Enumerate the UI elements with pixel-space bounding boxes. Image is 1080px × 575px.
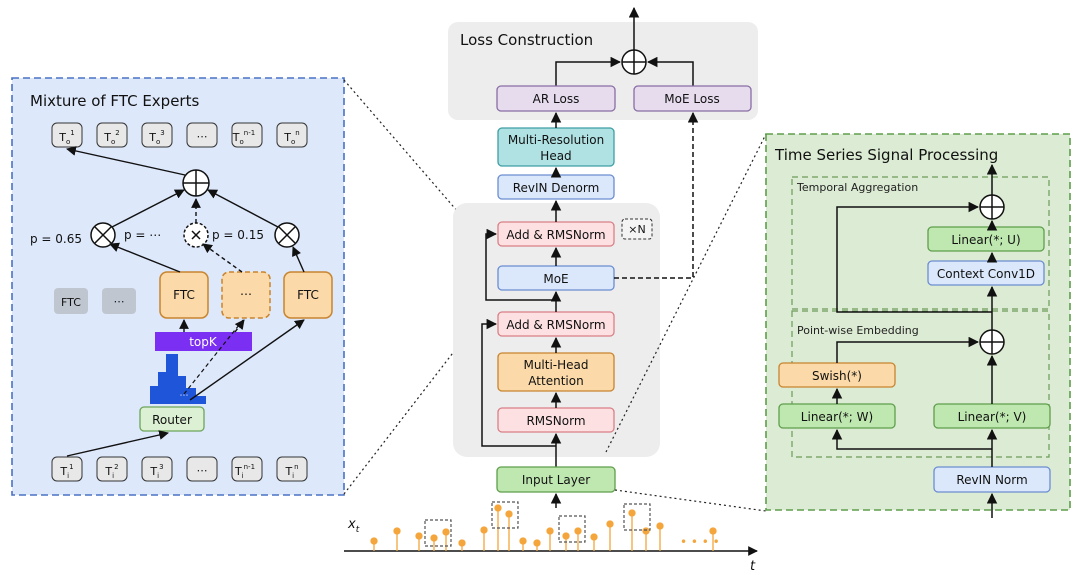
loss-sum-node (621, 49, 647, 75)
zoom-line (614, 489, 767, 512)
input-token: Ti2 (96, 456, 128, 482)
rmsnorm-label: RMSNorm (526, 414, 585, 428)
add-rmsnorm-top-label: Add & RMSNorm (506, 228, 605, 242)
inactive-ellipsis-label: ⋯ (114, 295, 125, 308)
inactive-expert-label: FTC (61, 296, 81, 309)
ftc-expert-right (283, 271, 333, 319)
moe-experts-title: Mixture of FTC Experts (30, 92, 199, 110)
svg-text:Ti3: Ti3 (149, 463, 163, 480)
patch-box (424, 519, 452, 547)
patch-box (558, 515, 586, 543)
moe-loss-box (633, 85, 752, 112)
moe-experts-panel: Mixture of FTC Experts To1 To2 To3 ⋯ Ton… (11, 77, 345, 496)
t-label: t (750, 559, 756, 574)
patch-box (491, 501, 519, 529)
temporal-sum-node (979, 194, 1005, 220)
svg-text:⋯: ⋯ (180, 391, 189, 401)
topk-label: topK (189, 335, 218, 349)
zoom-line (343, 79, 504, 265)
svg-text:To2: To2 (103, 129, 120, 146)
multiply-node-mid (183, 222, 209, 248)
output-token: To1 (51, 122, 83, 148)
output-token: ⋯ (186, 122, 218, 148)
input-token: Ti3 (141, 456, 173, 482)
ftc-expert-left-label: FTC (173, 288, 195, 302)
ftc-expert-right-label: FTC (297, 288, 319, 302)
linear-v-label: Linear(*; V) (958, 410, 1027, 424)
input-token: Tin (276, 456, 308, 482)
output-token: Ton (276, 122, 308, 148)
input-layer-label: Input Layer (522, 473, 590, 487)
ar-loss-label: AR Loss (533, 92, 580, 106)
multiply-node-right (274, 222, 300, 248)
input-token: ⋯ (186, 456, 218, 482)
head-label-line1: Multi-Resolution (508, 133, 604, 147)
svg-text:⋯: ⋯ (197, 464, 208, 477)
moe-loss-label: MoE Loss (664, 92, 719, 106)
add-rmsnorm-bottom-label: Add & RMSNorm (506, 318, 605, 332)
inactive-expert-ellipsis (102, 288, 136, 314)
input-tokens: Ti1 Ti2 Ti3 ⋯ Tin-1 Tin (51, 456, 308, 482)
router-histogram: ⋯ (150, 354, 206, 404)
mha-label-line2: Attention (528, 374, 583, 388)
prob-mid: p = ⋯ (124, 228, 161, 242)
svg-text:Ton: Ton (283, 129, 299, 146)
time-series-signal: xt t • • • • (344, 501, 758, 574)
temporal-aggregation-label: Temporal Aggregation (796, 181, 918, 194)
loss-title: Loss Construction (460, 31, 593, 49)
mha-label-line1: Multi-Head (523, 358, 588, 372)
signal-processing-title: Time Series Signal Processing (774, 146, 998, 164)
revin-norm-label: RevIN Norm (956, 473, 1027, 487)
signal-ellipsis: • • • • (680, 535, 720, 549)
linear-u-label: Linear(*; U) (951, 233, 1020, 247)
prob-right: p = 0.15 (212, 228, 264, 242)
swish-label: Swish(*) (812, 369, 862, 383)
linear-u-box (927, 226, 1045, 252)
input-token: Ti1 (51, 456, 83, 482)
ar-loss-box (496, 85, 616, 112)
output-token: To3 (141, 122, 173, 148)
prob-left: p = 0.65 (30, 232, 82, 246)
moe-label: MoE (543, 272, 568, 286)
sum-node (182, 169, 210, 197)
router-label: Router (152, 413, 192, 427)
patch-box (623, 503, 651, 531)
pointwise-sum-node (979, 329, 1005, 355)
svg-text:Ton-1: Ton-1 (232, 129, 255, 146)
svg-text:Tin: Tin (284, 463, 298, 480)
context-conv-box (927, 260, 1045, 286)
center-column: Loss Construction AR Loss MoE Loss Multi… (448, 6, 758, 508)
svg-text:To1: To1 (58, 129, 75, 146)
zoom-line (605, 133, 767, 453)
output-token: To2 (96, 122, 128, 148)
context-conv-label: Context Conv1D (937, 267, 1035, 281)
ftc-expert-mid (221, 271, 271, 319)
linear-w-label: Linear(*; W) (801, 410, 873, 424)
inactive-expert (54, 288, 88, 314)
signal-processing-panel: Time Series Signal Processing Temporal A… (765, 133, 1071, 518)
repeat-label: ×N (628, 223, 645, 236)
head-label-line2: Head (540, 149, 571, 163)
multiply-node-left (90, 222, 116, 248)
pointwise-embedding-label: Point-wise Embedding (797, 324, 919, 337)
input-token: Tin-1 (231, 456, 263, 482)
svg-text:Ti1: Ti1 (59, 463, 73, 480)
temporal-aggregation-box (791, 176, 1050, 310)
svg-text:Ti2: Ti2 (104, 463, 118, 480)
x-label: xt (347, 517, 360, 535)
ftc-expert-mid-label: ⋯ (240, 287, 252, 301)
output-tokens: To1 To2 To3 ⋯ Ton-1 Ton (51, 122, 308, 148)
topk-bar (155, 332, 252, 351)
input-layer-box (496, 466, 616, 493)
ftc-expert-left (159, 271, 209, 319)
router-box (139, 406, 205, 432)
repeat-badge (621, 218, 653, 240)
svg-text:Tin-1: Tin-1 (234, 463, 255, 480)
svg-text:⋯: ⋯ (197, 130, 208, 143)
revin-denorm-label: RevIN Denorm (513, 181, 600, 195)
output-token: Ton-1 (231, 122, 263, 148)
svg-text:To3: To3 (148, 129, 165, 146)
